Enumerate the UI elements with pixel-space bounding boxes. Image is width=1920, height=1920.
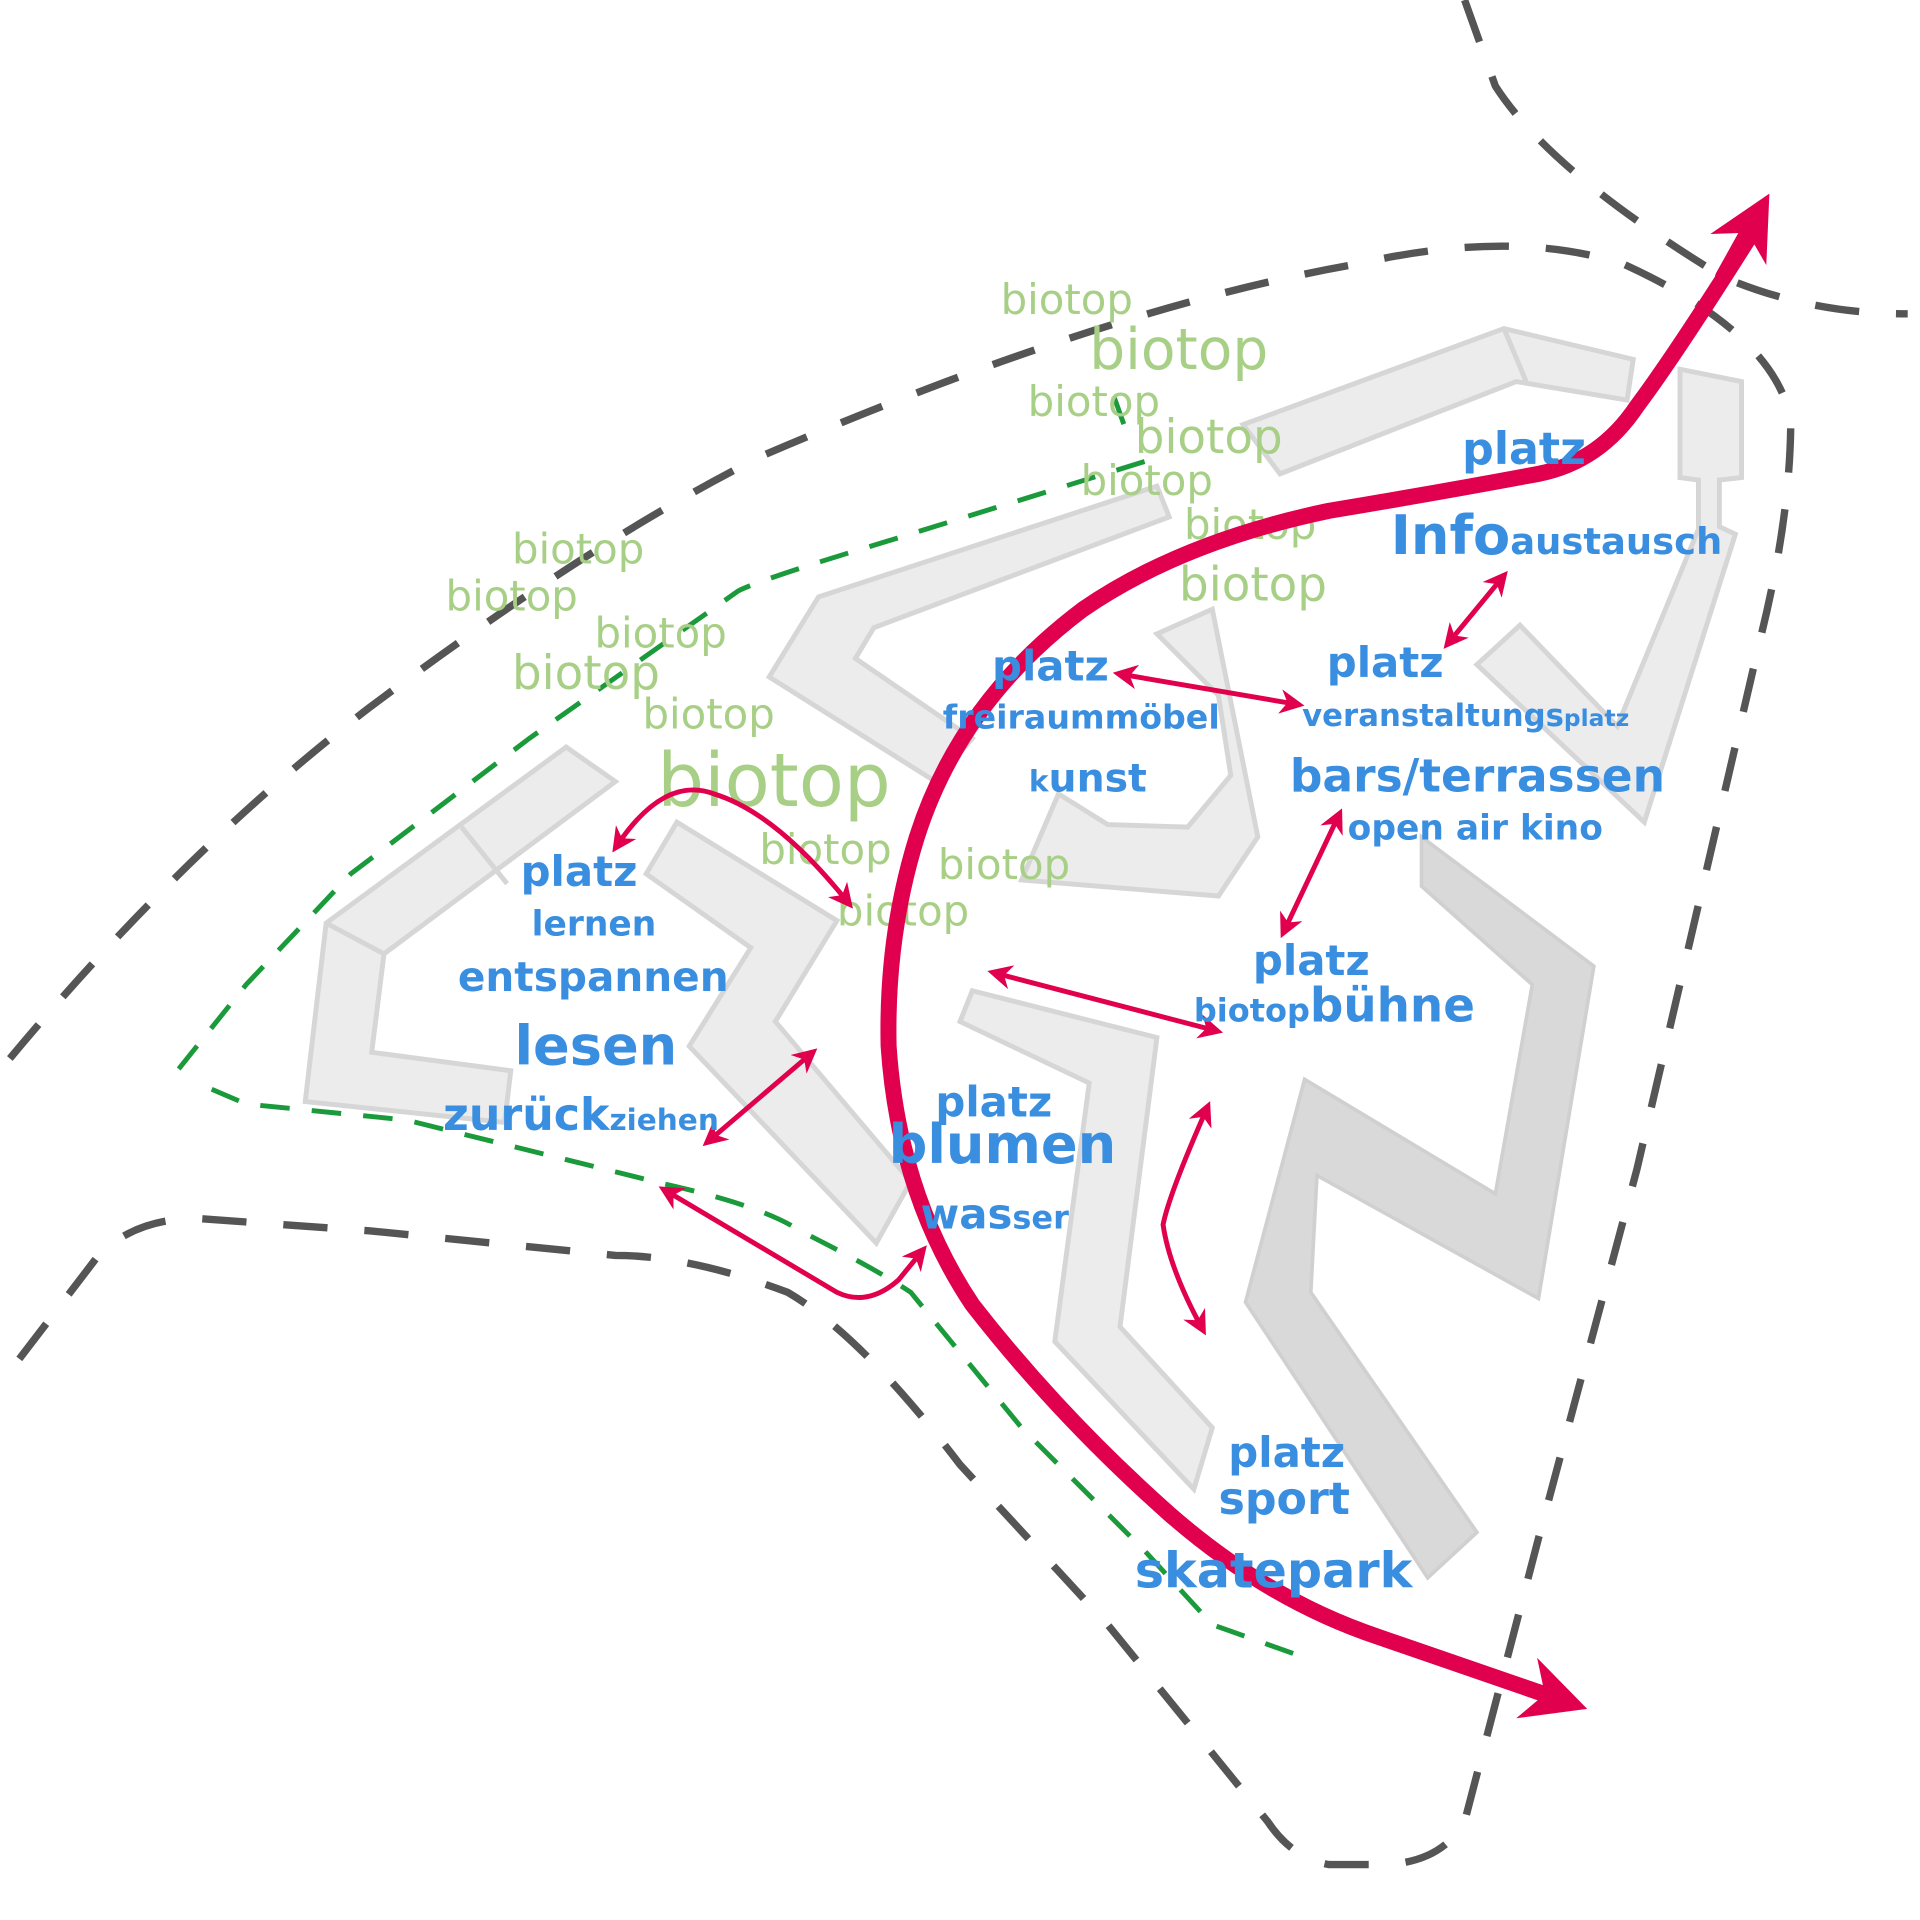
veranstaltungsplatz-label: veranstaltungsplatz: [1302, 698, 1629, 734]
building-southeast: [1243, 833, 1596, 1581]
biotop-label: biotop: [1001, 275, 1133, 324]
entspannen-label: entspannen: [458, 953, 729, 1001]
double-arrow: [612, 787, 853, 909]
main-route-arrow: [880, 232, 1756, 1719]
biotop-label: biotop: [1089, 317, 1268, 383]
double-arrow: [658, 1186, 927, 1300]
double-arrow: [1160, 1101, 1212, 1336]
biotopbuehne-label: biotopbühne: [1194, 980, 1475, 1034]
building-east: [1473, 366, 1744, 827]
event-platz-label: platz: [1327, 638, 1444, 687]
kunst-label: kunst: [1029, 755, 1147, 801]
double-arrow: [1280, 808, 1343, 939]
skatepark-label: skatepark: [1135, 1542, 1414, 1600]
main-route-arrow-north: [1710, 193, 1770, 285]
building-west: [302, 744, 620, 1126]
program-labels: platz Infoaustausch platz veranstaltungs…: [443, 424, 1722, 1600]
double-arrow: [1443, 570, 1508, 649]
double-arrow: [1112, 664, 1305, 714]
biotop-label: biotop: [1028, 377, 1160, 426]
biotop-label: biotop: [512, 525, 644, 574]
freiraummoebel-label: freiraummöbel: [943, 698, 1220, 737]
biotop-label: biotop: [1179, 559, 1327, 613]
connection-arrows: [612, 570, 1508, 1336]
buehne-platz-label: platz: [1253, 936, 1370, 985]
biotop-label: biotop: [446, 571, 578, 620]
sport-platz-label: platz: [1228, 1428, 1345, 1477]
outer-boundary-north: [1461, 0, 1908, 318]
building-west-middle: [642, 818, 914, 1248]
freiraum-platz-label: platz: [992, 642, 1109, 691]
zurueckziehen-label: zurückziehen: [443, 1090, 719, 1141]
biotop-label: biotop: [938, 840, 1070, 889]
wasser-label: wasser: [921, 1189, 1070, 1238]
open-air-kino-label: open air kino: [1348, 808, 1603, 848]
building-center: [1017, 605, 1261, 899]
lernen-label: lernen: [532, 904, 657, 944]
info-platz-label: platz: [1462, 424, 1586, 475]
lesen-label: lesen: [514, 1015, 677, 1078]
biotop-labels: biotop biotop biotop biotop biotop bioto…: [446, 275, 1327, 936]
lern-platz-label: platz: [521, 847, 638, 896]
double-arrow: [987, 965, 1224, 1039]
biotop-label: biotop: [657, 738, 891, 824]
bars-terrassen-label: bars/terrassen: [1290, 749, 1665, 802]
sport-label: sport: [1218, 1474, 1350, 1525]
blumen-label: blumen: [889, 1113, 1117, 1176]
double-arrow: [702, 1048, 818, 1147]
biotop-label: biotop: [1135, 411, 1283, 465]
biotop-label: biotop: [642, 690, 774, 739]
infoaustausch-label: Infoaustausch: [1391, 504, 1723, 567]
biotop-label: biotop: [512, 647, 660, 701]
biotop-label: biotop: [1081, 456, 1213, 505]
biotop-label: biotop: [594, 608, 726, 657]
building-south-center: [956, 987, 1216, 1495]
blumen-platz-label: platz: [935, 1077, 1052, 1126]
